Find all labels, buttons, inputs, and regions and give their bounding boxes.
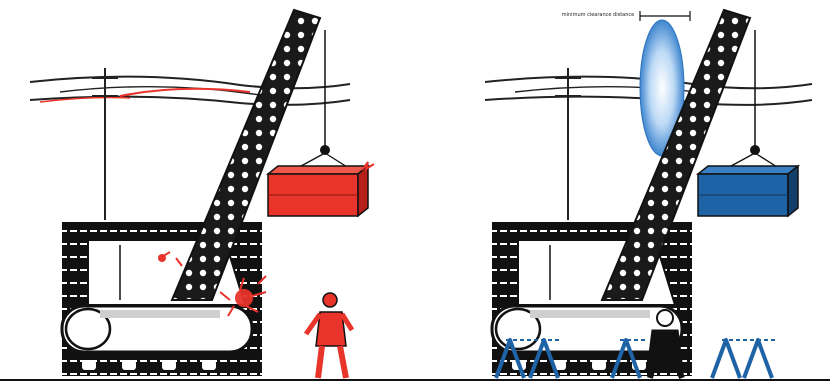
clearance-label: minimum clearance distance [562, 12, 635, 18]
crane-boom [170, 8, 322, 301]
safe-scene: minimum clearance distance [484, 8, 813, 380]
suspended-load-icon [265, 164, 371, 218]
barrier-icon [494, 338, 776, 379]
suspended-load-icon [695, 164, 801, 218]
arc-source-point [158, 254, 166, 262]
worker-icon [647, 309, 685, 380]
crane-icon [60, 8, 356, 376]
power-lines-icon [29, 68, 351, 220]
arc-contact-point [235, 289, 253, 307]
worker-icon [303, 292, 355, 379]
unsafe-scene [29, 8, 375, 379]
clearance-dimension [639, 11, 691, 21]
crane-boom [600, 8, 752, 301]
